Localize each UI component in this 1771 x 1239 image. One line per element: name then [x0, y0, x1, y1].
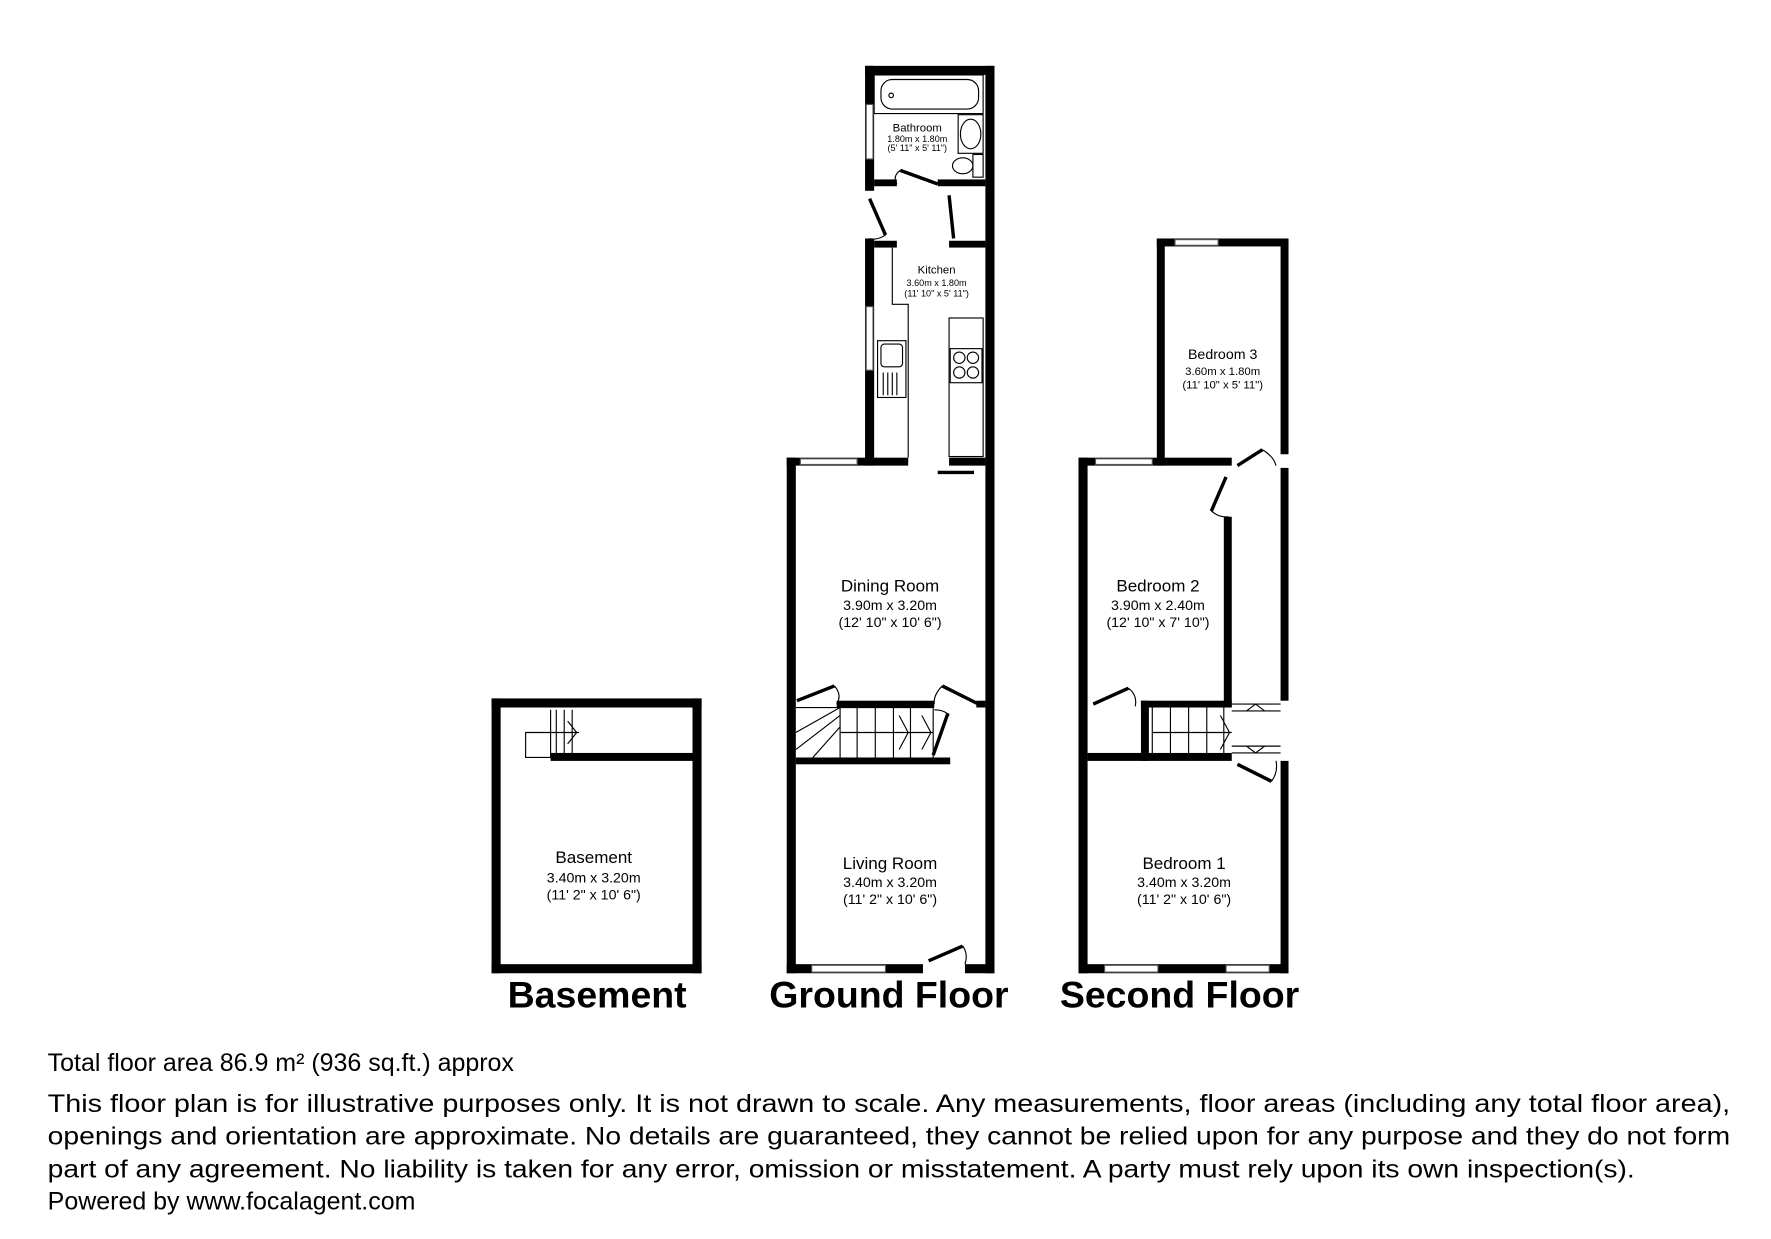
room-dimensions-imperial: (11' 2" x 10' 6") — [1137, 892, 1231, 908]
room-dimensions-imperial: (12' 10" x 7' 10") — [1106, 615, 1209, 631]
room-label-bedroom-1: Bedroom 1 3.40m x 3.20m (11' 2" x 10' 6"… — [1137, 854, 1231, 908]
basement-plan — [491, 698, 702, 974]
floor-title-second-floor: Second Floor — [1060, 973, 1300, 1015]
room-dimensions-metric: 3.60m x 1.80m — [907, 278, 967, 288]
sink-icon — [957, 114, 984, 154]
room-name: Bedroom 2 — [1116, 577, 1199, 596]
floor-title-ground-floor: Ground Floor — [769, 973, 1009, 1015]
room-name: Bedroom 3 — [1188, 347, 1257, 363]
window — [1174, 239, 1219, 246]
room-label-bedroom-3: Bedroom 3 3.60m x 1.80m (11' 10" x 5' 11… — [1182, 347, 1263, 392]
room-name: Dining Room — [841, 577, 939, 596]
room-dimensions-metric: 3.90m x 3.20m — [843, 598, 937, 614]
room-dimensions-metric: 3.40m x 3.20m — [843, 875, 937, 891]
room-dimensions-metric: 3.90m x 2.40m — [1111, 598, 1205, 614]
room-name: Basement — [555, 848, 632, 867]
disclaimer-line: openings and orientation are approximate… — [48, 1123, 1730, 1151]
window — [799, 458, 858, 466]
room-dimensions-imperial: (11' 10" x 5' 11") — [904, 288, 969, 298]
window — [811, 964, 887, 973]
room-name: Living Room — [843, 854, 938, 873]
room-dimensions-imperial: (11' 10" x 5' 11") — [1182, 379, 1263, 391]
basement-stairs — [525, 709, 579, 759]
window — [865, 103, 874, 160]
second-floor-stairs — [1151, 703, 1281, 754]
room-label-living-room: Living Room 3.40m x 3.20m (11' 2" x 10' … — [843, 854, 938, 908]
ground-floor-plan — [786, 65, 995, 974]
room-label-basement: Basement 3.40m x 3.20m (11' 2" x 10' 6") — [547, 848, 641, 903]
room-dimensions-metric: 3.40m x 3.20m — [547, 870, 641, 886]
room-dimensions-metric: 3.40m x 3.20m — [1137, 875, 1231, 891]
powered-by-link[interactable]: Powered by www.focalagent.com — [48, 1187, 416, 1215]
room-dimensions-imperial: (11' 2" x 10' 6") — [843, 892, 937, 908]
hob-icon — [948, 317, 984, 458]
ground-floor-stairs — [795, 706, 934, 758]
room-label-kitchen: Kitchen 3.60m x 1.80m (11' 10" x 5' 11") — [904, 265, 969, 299]
kitchen-sink-icon — [876, 340, 907, 399]
room-dimensions-imperial: (12' 10" x 10' 6") — [839, 615, 942, 631]
window — [865, 306, 874, 371]
room-label-bedroom-2: Bedroom 2 3.90m x 2.40m (12' 10" x 7' 10… — [1106, 577, 1209, 631]
room-name: Bedroom 1 — [1142, 854, 1225, 873]
floor-title-basement: Basement — [508, 973, 688, 1015]
second-floor-plan — [1078, 238, 1289, 974]
bathtub-icon — [873, 74, 984, 115]
room-label-bathroom: Bathroom 1.80m x 1.80m (5' 11" x 5' 11") — [887, 123, 947, 153]
total-floor-area: Total floor area 86.9 m² (936 sq.ft.) ap… — [48, 1049, 515, 1077]
window — [1225, 964, 1270, 973]
window — [1094, 458, 1153, 466]
disclaimer-line: This floor plan is for illustrative purp… — [48, 1090, 1730, 1118]
room-dimensions-metric: 3.60m x 1.80m — [1185, 366, 1260, 378]
room-name: Kitchen — [918, 265, 956, 277]
footer: Total floor area 86.9 m² (936 sq.ft.) ap… — [48, 1049, 1730, 1216]
room-dimensions-metric: 1.80m x 1.80m — [887, 134, 947, 144]
disclaimer-line: part of any agreement. No liability is t… — [48, 1156, 1635, 1184]
room-name: Bathroom — [893, 123, 942, 135]
toilet-icon — [951, 153, 984, 178]
room-label-dining-room: Dining Room 3.90m x 3.20m (12' 10" x 10'… — [839, 577, 942, 631]
room-dimensions-imperial: (11' 2" x 10' 6") — [547, 887, 641, 903]
window — [1104, 964, 1159, 973]
room-dimensions-imperial: (5' 11" x 5' 11") — [888, 143, 948, 153]
